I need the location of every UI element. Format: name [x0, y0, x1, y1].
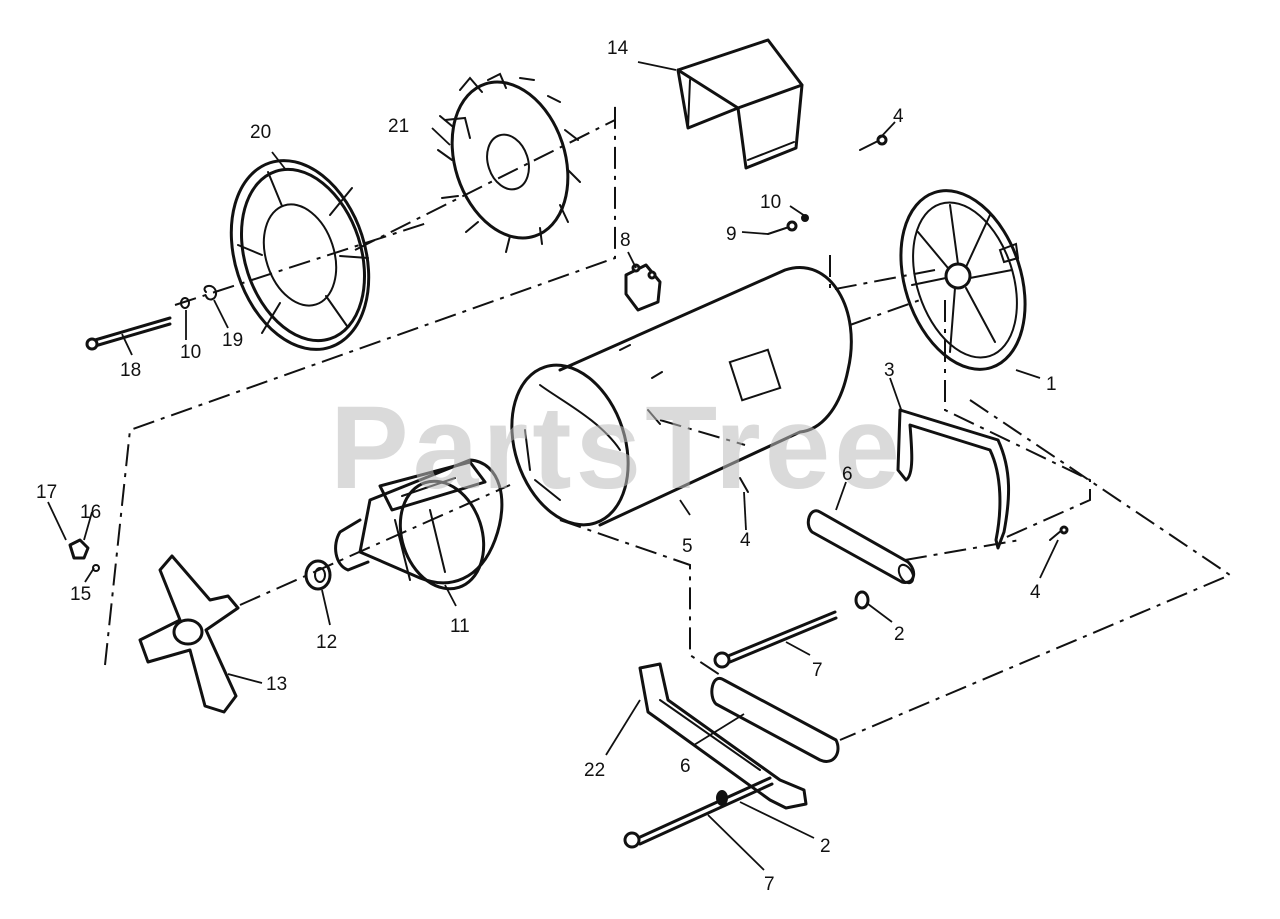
part-18-bolt: [85, 316, 172, 351]
part-6-spacer-tube: [806, 509, 916, 585]
callout-3: 3: [884, 360, 895, 381]
callout-20: 20: [250, 122, 271, 143]
part-5-housing: [510, 266, 853, 527]
part-20-filter-ring: [229, 159, 371, 351]
part-7-bolt-lower: [623, 776, 774, 849]
callout-10-left: 10: [180, 342, 201, 363]
part-9-screw: [767, 220, 798, 235]
part-19-clip: [203, 285, 218, 301]
callout-11: 11: [450, 616, 470, 637]
callout-7-upper: 7: [812, 660, 823, 681]
part-10-washer-left: [180, 297, 190, 309]
callout-1: 1: [1046, 374, 1057, 395]
callout-4-right: 4: [1030, 582, 1041, 603]
part-8-terminal-block: [624, 263, 662, 312]
callout-2-lower: 2: [820, 836, 831, 857]
part-4-screw-right: [1049, 525, 1069, 541]
callout-17: 17: [36, 482, 57, 503]
part-2-washer-right: [854, 590, 870, 610]
callout-leaders: [47, 61, 1059, 871]
part-1-end-bell: [899, 189, 1027, 371]
callout-2-upper: 2: [894, 624, 905, 645]
callout-6-lower: 6: [680, 756, 691, 777]
callout-9: 9: [726, 224, 737, 245]
callout-10-right: 10: [760, 192, 781, 213]
callout-16: 16: [80, 502, 101, 523]
part-22-bracket: [638, 662, 808, 810]
callout-6-upper: 6: [842, 464, 853, 485]
callout-18: 18: [120, 360, 141, 381]
part-12-bearing: [304, 559, 332, 591]
callout-21: 21: [388, 116, 409, 137]
part-14-cover: [676, 38, 804, 170]
part-21-fan: [437, 72, 581, 253]
part-10-washer-right: [801, 214, 809, 222]
callout-5: 5: [682, 536, 693, 557]
callout-13: 13: [266, 674, 287, 695]
part-4-screw-center: [739, 477, 749, 493]
callout-14: 14: [607, 38, 629, 59]
callout-4-top: 4: [893, 106, 904, 127]
callout-22: 22: [584, 760, 605, 781]
callout-8: 8: [620, 230, 631, 251]
callout-4-center: 4: [740, 530, 751, 551]
part-13-spider: [138, 554, 240, 714]
part-7-bolt-upper: [713, 610, 838, 669]
part-6-spacer-bar: [710, 676, 840, 763]
callout-12: 12: [316, 632, 337, 653]
part-3-gasket: [896, 408, 1011, 550]
callout-7-lower: 7: [764, 874, 775, 895]
callout-labels: 14 4 10 9 8 21 20 18 10 19 1 3 6 5 4 4 2…: [36, 38, 1057, 895]
watermark-text: PartsTree: [330, 382, 904, 514]
callout-19: 19: [222, 330, 243, 351]
part-16-nut: [68, 538, 90, 560]
callout-15: 15: [70, 584, 91, 605]
part-11-armature: [334, 458, 504, 591]
part-4-screw-top: [859, 134, 888, 151]
